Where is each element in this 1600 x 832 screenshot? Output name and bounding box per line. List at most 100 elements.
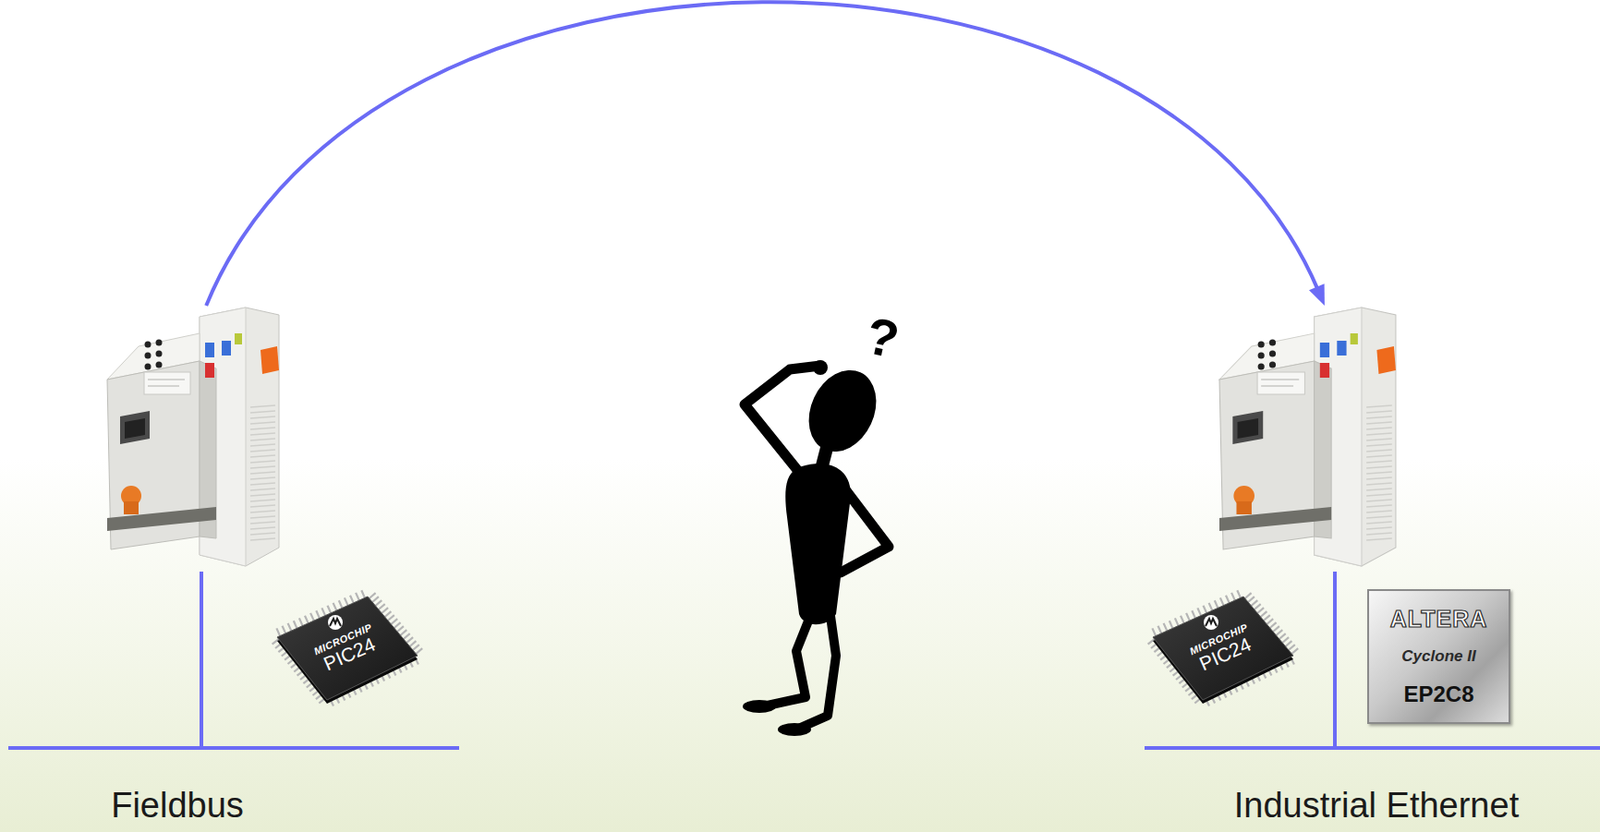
chip-pin xyxy=(1209,603,1213,611)
chip-pin xyxy=(1248,596,1255,603)
module-ridge xyxy=(1366,405,1393,408)
chip-pin xyxy=(339,600,343,608)
module-ridge xyxy=(1366,505,1393,508)
module-ridge xyxy=(250,483,276,485)
chip-pin xyxy=(1272,626,1280,632)
chip-top xyxy=(1152,596,1294,701)
rj45-socket xyxy=(1237,418,1260,439)
coupler-body xyxy=(107,305,281,572)
module-ridge xyxy=(1366,449,1393,452)
arrow-head xyxy=(1309,283,1325,306)
module-ridge xyxy=(250,499,276,502)
fieldbus-coupler: Fieldbus xyxy=(107,305,281,572)
chip-pin xyxy=(1169,620,1174,629)
sticker-line xyxy=(1260,379,1299,381)
chip-pin xyxy=(415,648,423,655)
chip-part: EP2C8 xyxy=(1403,681,1474,708)
module-ridge xyxy=(250,488,276,491)
fpga-chip: ALTERACyclone IIEP2C8 xyxy=(1367,589,1511,725)
module-ridge xyxy=(1366,460,1393,463)
release-lever xyxy=(1376,346,1396,375)
module-ridge xyxy=(250,433,276,436)
figure-leg xyxy=(763,609,813,707)
rail-clip xyxy=(1236,501,1251,515)
release-lever xyxy=(260,346,279,375)
figure-arm xyxy=(840,489,889,573)
chip-logo-mark xyxy=(1205,618,1217,627)
question-mark: ? xyxy=(861,309,904,367)
chip-pin xyxy=(1180,616,1185,624)
module-ridge xyxy=(250,460,276,463)
figure-hand xyxy=(812,360,828,376)
chip-pin xyxy=(355,593,360,601)
blue-tab xyxy=(1336,340,1346,356)
chip-pin xyxy=(1197,607,1201,616)
chip-pin xyxy=(282,626,287,634)
sticker-line xyxy=(147,386,180,388)
chip-pin xyxy=(1225,595,1230,604)
module-ridge xyxy=(250,466,276,469)
module-ridge xyxy=(1366,472,1393,474)
stick-figure xyxy=(742,359,889,737)
module-ridge xyxy=(250,494,276,497)
fieldbus-coupler: Industrial Ethernet xyxy=(1219,305,1398,572)
chip-pin xyxy=(304,616,309,624)
chip-pin xyxy=(410,641,417,647)
module-ridge xyxy=(250,510,276,513)
chip-pin xyxy=(1250,600,1258,607)
module-ridge xyxy=(1366,521,1393,524)
chip-logo xyxy=(1203,615,1219,631)
chip-family: Cyclone II xyxy=(1401,647,1476,667)
figure-foot xyxy=(777,723,812,737)
module-ridge xyxy=(1366,416,1393,419)
chip-pin xyxy=(1220,597,1225,606)
chip-pin xyxy=(1175,618,1179,626)
chip-pin xyxy=(397,626,404,632)
status-led xyxy=(156,362,163,369)
status-led xyxy=(156,339,163,347)
chip-pin xyxy=(385,611,392,618)
chip-pin xyxy=(1288,644,1296,651)
chip-pin xyxy=(1285,641,1293,647)
chip-pin xyxy=(1231,593,1236,601)
module-ridge xyxy=(250,411,276,413)
module-ridge xyxy=(250,422,276,425)
chip-pin xyxy=(1186,613,1190,621)
rj45-port xyxy=(1232,411,1263,445)
rj45-port xyxy=(120,411,150,445)
green-tab xyxy=(1350,333,1358,345)
chip-pin xyxy=(321,607,326,616)
module-ridge xyxy=(250,444,276,447)
figure-foot xyxy=(742,700,776,714)
sticker-line xyxy=(147,379,185,381)
din-rail xyxy=(1219,507,1332,532)
chip-pin xyxy=(1263,615,1271,621)
chip-pin xyxy=(372,596,379,603)
status-led xyxy=(1269,351,1276,358)
arrow-line xyxy=(206,1,1319,306)
chip-pin xyxy=(403,633,411,640)
chip-pin xyxy=(394,622,401,629)
chip-pin xyxy=(333,603,338,611)
chip-pin xyxy=(381,607,388,614)
chip-pin xyxy=(1254,604,1261,610)
chip-pin xyxy=(375,600,382,607)
module-ridge xyxy=(250,477,276,480)
ethernet-line xyxy=(1144,746,1600,751)
chip-pin xyxy=(1214,600,1219,608)
module-ridge xyxy=(250,405,276,408)
bus-drop xyxy=(199,571,204,751)
din-rail xyxy=(107,507,217,532)
red-tab xyxy=(1320,363,1330,378)
chip-pin xyxy=(1245,593,1252,599)
module-ridge xyxy=(1366,510,1393,513)
chip-pin xyxy=(1279,633,1286,640)
module-ridge xyxy=(250,527,276,530)
status-led xyxy=(1258,341,1265,349)
status-led xyxy=(145,352,152,360)
microcontroller-chip: MICROCHIPPIC24 xyxy=(1125,580,1320,724)
status-led xyxy=(1258,352,1265,360)
module-ridge xyxy=(1366,533,1393,535)
chip-pin xyxy=(1260,611,1268,618)
module-side xyxy=(199,307,279,567)
